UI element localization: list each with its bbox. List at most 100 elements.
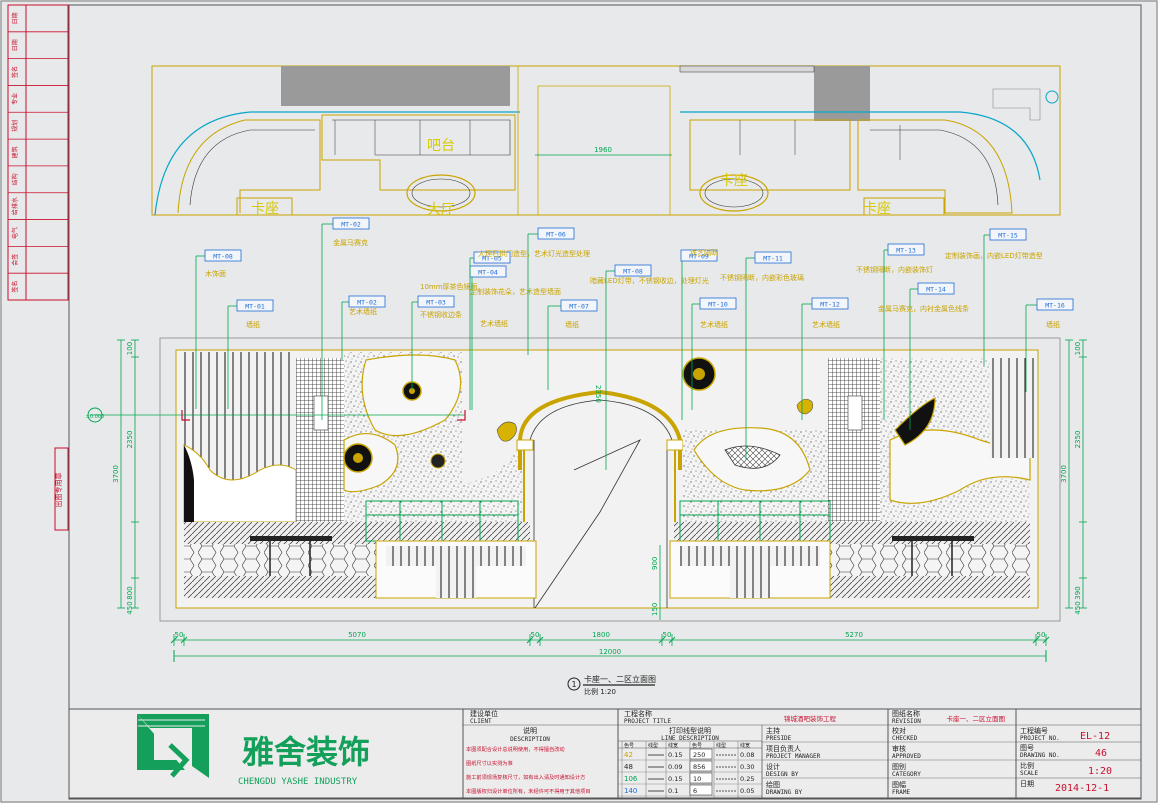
callout-text: 艺术墙纸 — [480, 319, 508, 328]
callout-text: 墙纸 — [246, 320, 260, 329]
project-no-label-cn: 工程编号 — [1020, 726, 1048, 735]
callout-tag: MT-16 — [1045, 302, 1065, 310]
callout-text: 艺术墙纸 — [812, 320, 840, 329]
project-title-label-en: PROJECT TITLE — [624, 718, 671, 725]
callout-text: 铁艺隔断 — [690, 248, 718, 257]
strip-cell-label: 专业 — [11, 93, 19, 105]
company-logo — [137, 714, 209, 778]
mosaic-column-right — [828, 358, 880, 522]
revision-label-en: REVISION — [892, 718, 921, 725]
plan-label-2: 吧台 — [427, 138, 455, 154]
line-color-no: 856 — [693, 763, 705, 771]
callout-text: 不锈钢隔断，内嵌装饰灯 — [856, 265, 933, 274]
hex-tile-band-left — [184, 544, 376, 576]
callout-text: 大理石拱门造型，艺术灯光造型处理 — [478, 249, 590, 258]
desc-line-4: 本图版权归设计单位所有，未经许可不得用于其他项目 — [466, 787, 591, 795]
callout-text: 艺术墙纸 — [700, 320, 728, 329]
client-label-en: CLIENT — [470, 718, 492, 725]
drawing-no: 46 — [1095, 748, 1107, 759]
line-width: 0.09 — [668, 763, 682, 771]
material-callout: MT-01 墙纸 — [227, 299, 274, 409]
callout-text: 墙纸 — [565, 320, 579, 329]
drawing-name: 卡座一、二区立面图 — [584, 674, 656, 684]
vertical-dimension: 100 — [1074, 342, 1082, 355]
callout-tag: MT-09 — [689, 253, 709, 261]
strip-cell-label: 电气 — [11, 227, 19, 239]
drawing-number-bubble: 1 — [571, 680, 576, 689]
strip-cell-label: 会签 — [11, 254, 19, 266]
total-dimension: 12000 — [599, 648, 621, 656]
line-width: 0.25 — [740, 775, 754, 783]
mid-dim-1: 900 — [651, 557, 659, 570]
company-name-cn: 雅舍装饰 — [242, 733, 370, 771]
revision-label-cn: 图纸名称 — [892, 709, 920, 718]
plan-wall-hatch — [679, 65, 815, 73]
drawing-title: 1 卡座一、二区立面图 比例 1:20 — [567, 674, 656, 696]
desc-line-2: 图纸尺寸以实测为准 — [466, 759, 513, 767]
line-desc-label-cn: 打印线型说明 — [669, 726, 711, 735]
check-label-cn: 校对 — [892, 726, 906, 735]
horizontal-dimension: 50 — [531, 631, 540, 639]
callout-tag: MT-11 — [763, 255, 783, 263]
project-no: EL-12 — [1080, 731, 1110, 742]
callout-text: 艺术墙纸 — [349, 307, 377, 316]
desc-label-cn: 说明 — [523, 726, 537, 735]
plan-column-2 — [814, 66, 870, 121]
line-table-header: 线宽 — [668, 742, 678, 749]
horizontal-dimension: 50 — [1037, 631, 1046, 639]
vertical-dimension: 100 — [126, 342, 134, 355]
horizontal-dimension: 50 — [663, 631, 672, 639]
role-label-cn: 设计 — [766, 762, 780, 771]
mid-dim-2: 150 — [651, 603, 659, 616]
vertical-dimension: 2350 — [126, 431, 134, 449]
arch-dim: 2350 — [594, 385, 602, 403]
drawing-no-label-en: DRAWING NO. — [1020, 752, 1060, 759]
drawing-scale: 比例 1:20 — [584, 687, 616, 696]
scale-label-en: SCALE — [1020, 770, 1038, 777]
check-label-en: APPROVED — [892, 753, 921, 760]
project-title-label-cn: 工程名称 — [624, 709, 652, 718]
role-label-en: PROJECT MANAGER — [766, 753, 821, 760]
line-width: 0.1 — [668, 787, 678, 795]
strip-cell-label: 日期 — [11, 12, 19, 24]
plan-table-1 — [406, 174, 476, 212]
callout-tag: MT-04 — [478, 269, 498, 277]
check-label-en: CHECKED — [892, 735, 918, 742]
table-right — [892, 536, 974, 541]
callout-tag: MT-02 — [357, 299, 377, 307]
vertical-dimension: 800 — [126, 586, 134, 599]
title-block: 雅舍装饰 CHENGDU YASHE INDUSTRY 建设单位 CLIENT … — [68, 708, 1142, 799]
plan-label-5: 卡座 — [863, 201, 891, 217]
mosaic-column-left — [296, 358, 344, 522]
material-callout: MT-11 不锈钢隔断，内嵌彩色玻璃 — [720, 251, 804, 460]
check-label-cn: 审核 — [892, 744, 906, 753]
callout-text: 木饰面 — [205, 269, 226, 278]
line-color-no: 42 — [624, 751, 633, 759]
line-color-no: 250 — [693, 751, 705, 759]
callout-tag: MT-01 — [245, 303, 265, 311]
callout-text: 暗藏LED灯带，不锈钢收边，处理灯光 — [590, 276, 709, 285]
line-width: 0.05 — [740, 787, 754, 795]
callout-text: 定制装饰画，内嵌LED灯带造型 — [945, 251, 1043, 260]
plan-label-3: 卡座 — [720, 173, 748, 189]
line-color-no: 140 — [624, 787, 637, 795]
plan-dimension: 1960 — [594, 146, 612, 154]
callout-text: 不锈钢隔断，内嵌彩色玻璃 — [720, 273, 804, 282]
line-table-header: 色号 — [692, 742, 702, 749]
date-value: 2014-12-1 — [1055, 783, 1109, 794]
check-label-cn: 图别 — [892, 762, 906, 771]
check-label-en: FRAME — [892, 789, 910, 796]
plan-column-1 — [281, 66, 510, 106]
line-table-header: 线型 — [716, 742, 726, 749]
callout-text-2: 不锈钢收边条 — [420, 310, 462, 319]
desc-line-1: 本图须配合设计总说明使用，不得擅自改动 — [466, 745, 565, 753]
